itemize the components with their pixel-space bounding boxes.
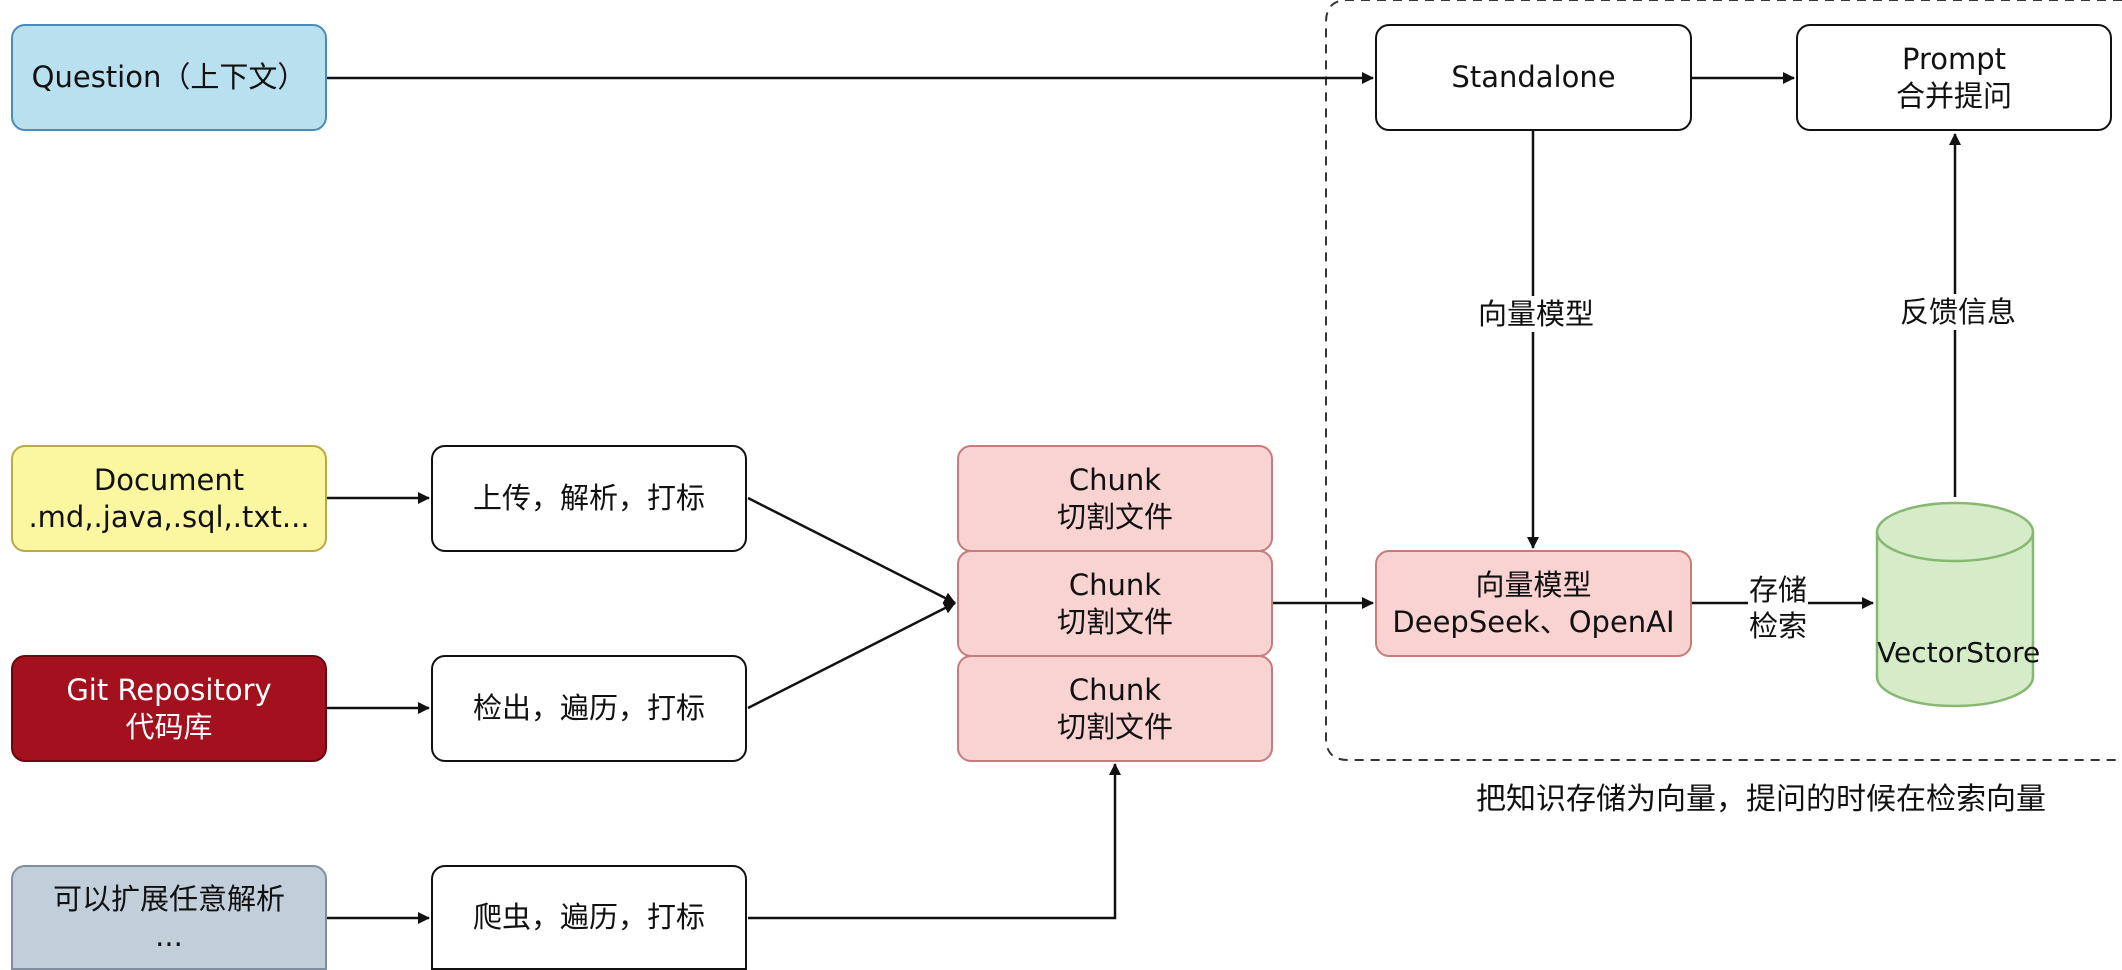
chunk-2-subtitle: 切割文件 (1056, 604, 1173, 639)
arrow-crawler-to-chunk (748, 763, 1121, 920)
upload-parse-label: 上传，解析，打标 (472, 481, 705, 515)
standalone-node: Standalone (1375, 24, 1692, 131)
git-repository-node: Git Repository 代码库 (11, 655, 327, 762)
crawler-node: 爬虫，遍历，打标 (431, 865, 747, 970)
diagram-caption: 把知识存储为向量，提问的时候在检索向量 (1476, 782, 2046, 817)
vector-model-title: 向量模型 (1475, 567, 1592, 602)
checkout-node: 检出，遍历，打标 (431, 655, 747, 762)
question-label: Question（上下文） (31, 60, 307, 94)
edge-label-store: 存储 (1748, 572, 1808, 608)
question-node: Question（上下文） (11, 24, 327, 131)
edge-label-feedback: 反馈信息 (1900, 294, 2017, 330)
extend-parser-node: 可以扩展任意解析 ... (11, 865, 327, 970)
chunk-3-subtitle: 切割文件 (1056, 709, 1173, 744)
chunk-node-2: Chunk 切割文件 (957, 550, 1273, 657)
edge-label-retrieve: 检索 (1748, 608, 1808, 644)
crawler-label: 爬虫，遍历，打标 (472, 900, 705, 934)
vector-model-providers: DeepSeek、OpenAI (1392, 604, 1675, 639)
arrow-upload-to-chunk (747, 496, 956, 605)
chunk-node-3: Chunk 切割文件 (957, 655, 1273, 762)
vector-model-node: 向量模型 DeepSeek、OpenAI (1375, 550, 1692, 657)
arrow-checkout-to-chunk (747, 601, 956, 710)
document-extensions: .md,.java,.sql,.txt... (28, 499, 310, 534)
standalone-label: Standalone (1451, 60, 1616, 94)
prompt-subtitle: 合并提问 (1895, 78, 2012, 113)
checkout-label: 检出，遍历，打标 (472, 691, 705, 725)
git-title: Git Repository (66, 672, 272, 707)
upload-parse-node: 上传，解析，打标 (431, 445, 747, 552)
vectorstore-label: VectorStore (1877, 636, 2041, 669)
chunk-3-title: Chunk (1068, 672, 1162, 707)
extend-ellipsis: ... (155, 918, 183, 953)
chunk-1-title: Chunk (1068, 462, 1162, 497)
document-title: Document (93, 462, 245, 497)
prompt-title: Prompt (1901, 41, 2007, 76)
document-node: Document .md,.java,.sql,.txt... (11, 445, 327, 552)
chunk-1-subtitle: 切割文件 (1056, 499, 1173, 534)
git-subtitle: 代码库 (125, 709, 213, 744)
extend-title: 可以扩展任意解析 (52, 881, 285, 916)
edge-label-vector-model: 向量模型 (1478, 296, 1595, 332)
vectorstore-cylinder (1875, 501, 2035, 708)
retrieval-region-border (1325, 0, 2122, 761)
prompt-node: Prompt 合并提问 (1796, 24, 2112, 131)
chunk-2-title: Chunk (1068, 567, 1162, 602)
chunk-node-1: Chunk 切割文件 (957, 445, 1273, 552)
